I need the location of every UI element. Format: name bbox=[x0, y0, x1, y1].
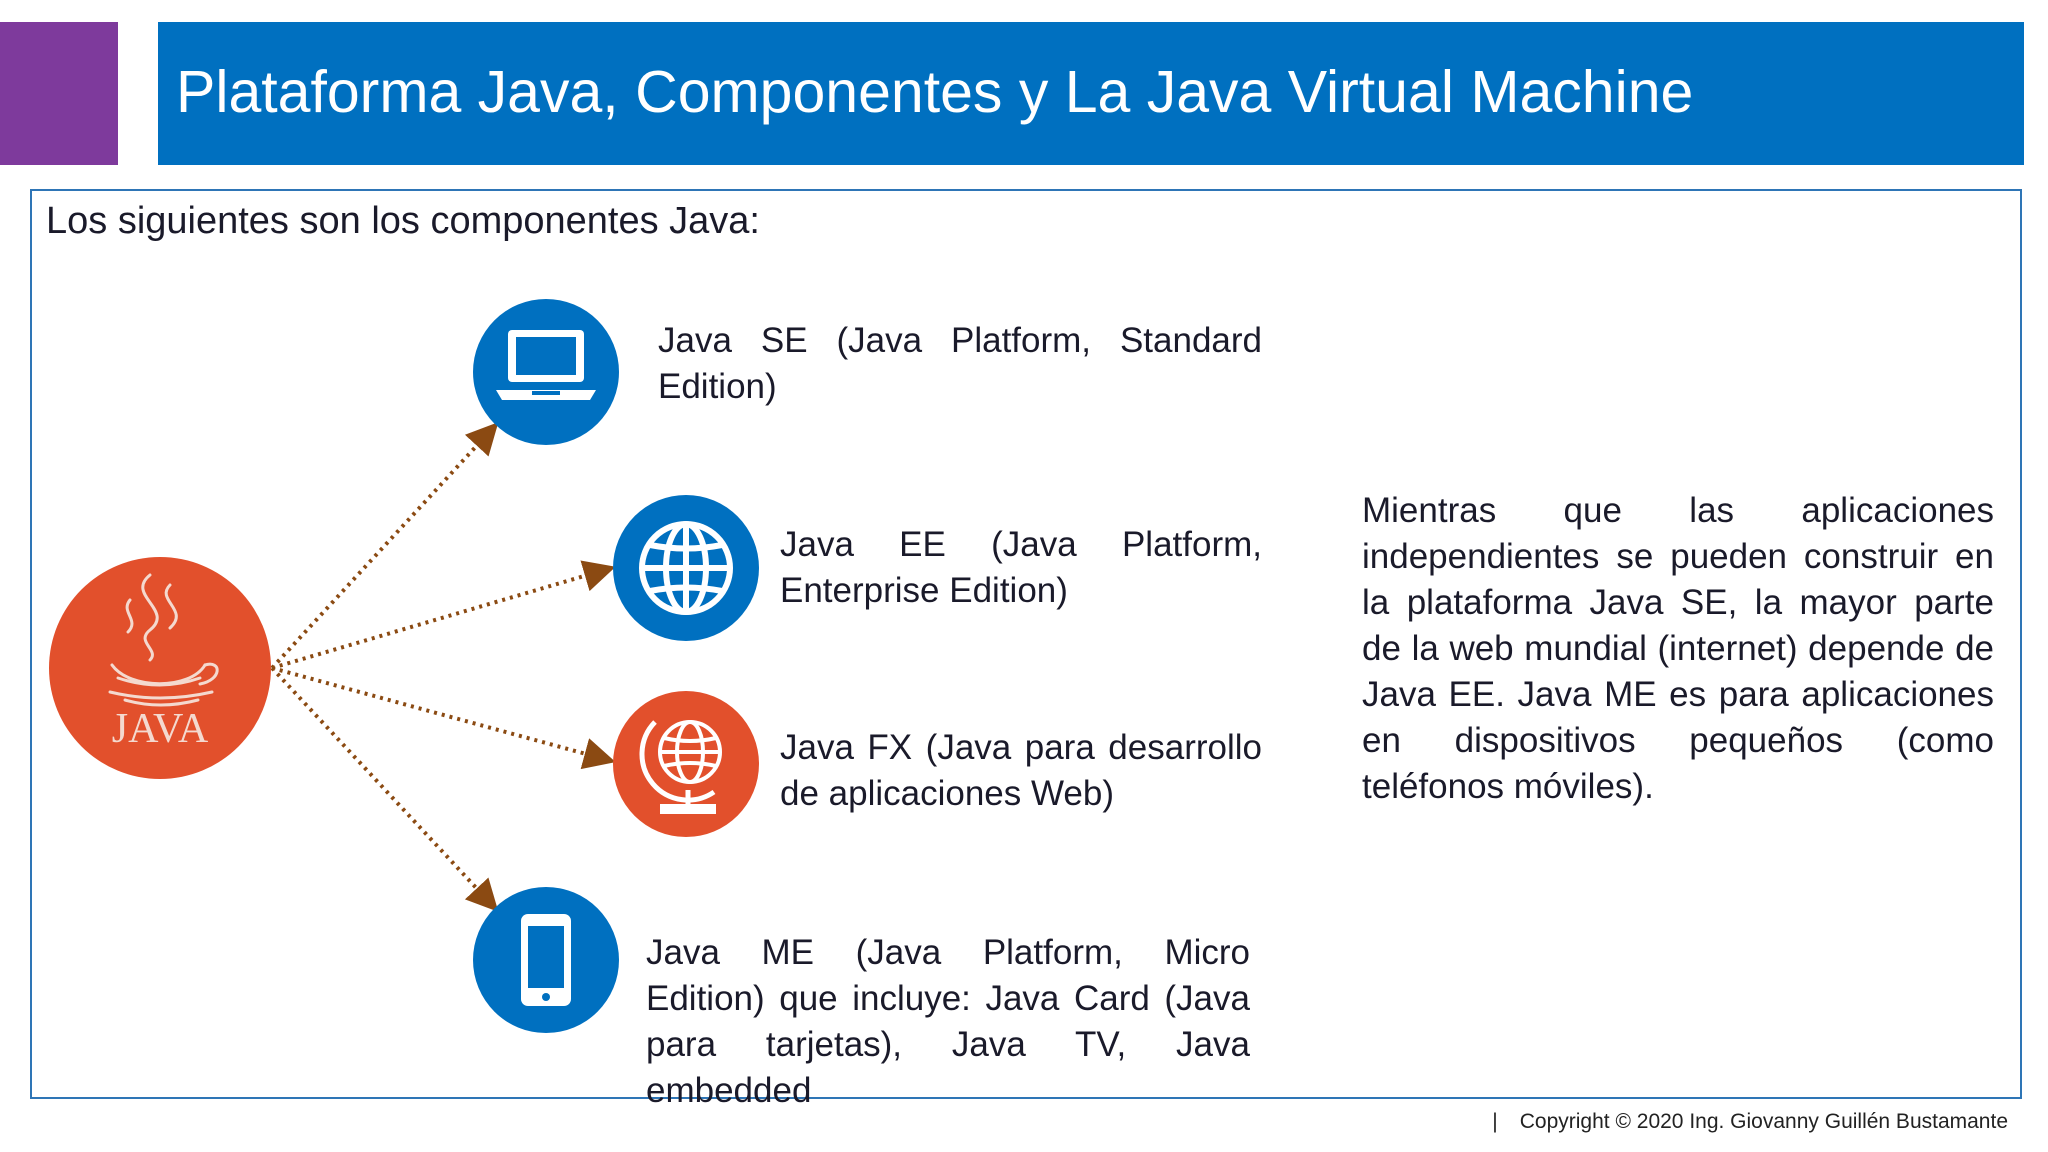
component-java-se-label: Java SE (Java Platform, Standard Edition… bbox=[658, 321, 1262, 406]
component-java-ee-label: Java EE (Java Platform, Enterprise Editi… bbox=[780, 525, 1262, 610]
java-logo-text: JAVA bbox=[112, 706, 209, 752]
footer: | Copyright © 2020 Ing. Giovanny Guillén … bbox=[1492, 1110, 2008, 1134]
java-logo-circle bbox=[49, 557, 271, 779]
component-java-fx-label: Java FX (Java para desarrollo de aplicac… bbox=[780, 728, 1262, 813]
arrow-to-java-me bbox=[270, 666, 499, 912]
java-logo: JAVA bbox=[49, 557, 271, 779]
arrow-to-java-ee bbox=[271, 560, 616, 670]
arrow-to-java-fx bbox=[271, 666, 616, 770]
content-box bbox=[30, 189, 2022, 1099]
side-paragraph: Mientras que las aplicaciones independie… bbox=[1362, 491, 1994, 806]
laptop-icon bbox=[496, 330, 596, 400]
coffee-cup-icon bbox=[108, 573, 219, 707]
smartphone-icon bbox=[521, 914, 571, 1006]
desk-globe-icon bbox=[639, 720, 722, 814]
java-fx-node bbox=[613, 691, 759, 837]
java-me-node bbox=[473, 887, 619, 1033]
footer-separator: | bbox=[1492, 1110, 1498, 1133]
accent-block bbox=[0, 22, 118, 165]
title-bar: Plataforma Java, Componentes y La Java V… bbox=[158, 22, 2024, 165]
component-java-me-label: Java ME (Java Platform, Micro Edition) q… bbox=[646, 933, 1250, 1110]
copyright-text: Copyright © 2020 Ing. Giovanny Guillén B… bbox=[1519, 1110, 2008, 1133]
slide-title: Plataforma Java, Componentes y La Java V… bbox=[176, 59, 1694, 125]
intro-text: Los siguientes son los componentes Java: bbox=[46, 200, 760, 242]
arrows bbox=[270, 422, 616, 912]
arrow-to-java-se bbox=[270, 422, 499, 670]
globe-grid-icon bbox=[639, 521, 733, 615]
java-ee-node bbox=[613, 495, 759, 641]
java-se-node bbox=[473, 299, 619, 445]
